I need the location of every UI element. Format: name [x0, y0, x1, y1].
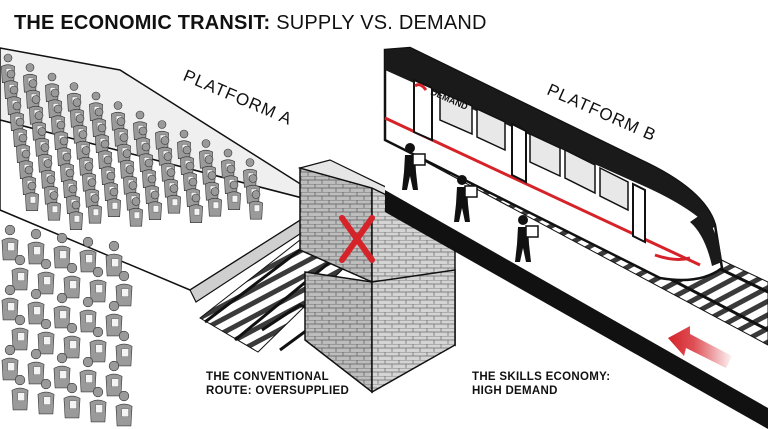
crowd-person	[208, 187, 222, 217]
blocked-x-icon	[339, 215, 375, 263]
crowd-person	[129, 197, 143, 227]
caption-conventional: THE CONVENTIONAL ROUTE: OVERSUPPLIED	[206, 370, 349, 398]
crowd-person	[63, 262, 81, 299]
crowd-person	[88, 194, 102, 224]
crowd-person	[105, 240, 123, 277]
worker-with-box-icon	[515, 215, 539, 262]
direction-arrow-icon	[668, 326, 732, 368]
crowd-person	[227, 180, 241, 210]
crowd-person	[1, 344, 19, 381]
crowd-person	[115, 330, 133, 367]
crowd-person	[47, 191, 61, 221]
crowd-person	[189, 193, 203, 223]
crowd-person	[53, 232, 71, 269]
crowd-person	[167, 184, 181, 214]
crowd-person	[89, 326, 107, 363]
crowd-person	[89, 386, 107, 423]
crowd-person	[69, 200, 83, 230]
crowd-person	[11, 314, 29, 351]
crowd-person	[53, 292, 71, 329]
crowd-person	[63, 382, 81, 419]
worker-with-box-icon	[402, 143, 426, 190]
workers	[402, 143, 539, 262]
train: DEMAND	[383, 46, 724, 282]
crowd-person	[27, 288, 45, 325]
demand-logo-icon	[414, 83, 428, 91]
crowd-person	[1, 224, 19, 261]
crowd-person	[25, 181, 39, 211]
crowd-person	[79, 296, 97, 333]
crowd-person	[37, 318, 55, 355]
crowd-person	[11, 374, 29, 411]
crowd-person	[115, 390, 133, 427]
caption-skills-line-2: HIGH DEMAND	[472, 385, 558, 397]
crowd-person	[27, 348, 45, 385]
crowd-person	[27, 228, 45, 265]
crowd	[1, 53, 263, 427]
crowd-person	[53, 352, 71, 389]
caption-skills: THE SKILLS ECONOMY: HIGH DEMAND	[472, 370, 610, 398]
crowd-person	[105, 360, 123, 397]
caption-skills-line-1: THE SKILLS ECONOMY:	[472, 371, 611, 383]
crowd-person	[1, 284, 19, 321]
caption-conventional-line-1: THE CONVENTIONAL	[206, 371, 329, 383]
page-title: THE ECONOMIC TRANSIT: SUPPLY VS. DEMAND	[14, 12, 487, 34]
crowd-person	[249, 190, 263, 220]
caption-conventional-line-2: ROUTE: OVERSUPPLIED	[206, 385, 350, 397]
crowd-person	[107, 187, 121, 217]
crowd-person	[89, 266, 107, 303]
crowd-person	[37, 378, 55, 415]
crowd-person	[63, 322, 81, 359]
crowd-person	[11, 254, 29, 291]
crowd-person	[79, 356, 97, 393]
crowd-person	[115, 270, 133, 307]
worker-with-box-icon	[454, 175, 478, 222]
crowd-person	[148, 190, 162, 220]
crowd-person	[37, 258, 55, 295]
crowd-person	[105, 300, 123, 337]
crowd-person	[79, 236, 97, 273]
